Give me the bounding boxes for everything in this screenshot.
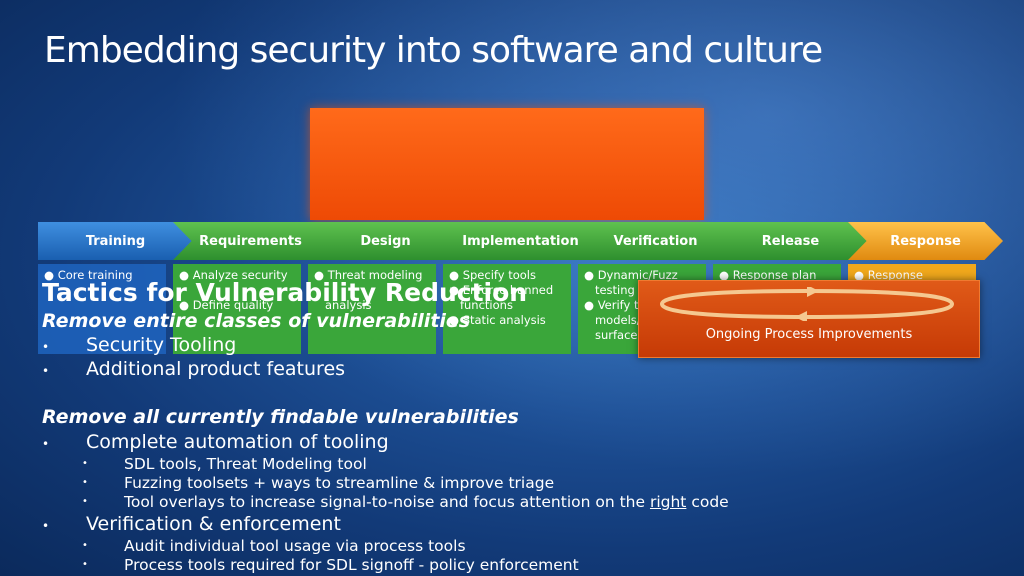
phase-bullet: ● Static analysis (449, 313, 546, 327)
bullet-marker: • (42, 519, 50, 533)
phase-column-release: ● Response plan (713, 264, 841, 284)
list-item: Additional product features (86, 358, 346, 380)
phase-column-training: ● Core training (38, 264, 166, 354)
tactics-heading: Tactics for Vulnerability Reduction (42, 278, 528, 307)
sub-list-item: Fuzzing toolsets + ways to streamline & … (124, 474, 555, 492)
list-item: Verification & enforcement (86, 513, 341, 535)
phase-implementation: Implementation (443, 222, 598, 260)
phase-column-implementation: ● Specify tools ● Enforce banned functio… (443, 264, 571, 354)
phase-bullet-cont: surface (594, 328, 638, 342)
subheading-classes: Remove entire classes of vulnerabilities (42, 310, 471, 332)
right-link: right (649, 493, 687, 511)
phase-bullet: ● Dynamic/Fuzz (584, 268, 678, 282)
phase-bullet: ● Threat modeling (314, 268, 423, 282)
bullet-marker: • (82, 477, 88, 488)
phase-requirements: Requirements (173, 222, 328, 260)
bullet-marker: • (82, 540, 88, 551)
phase-bullet-cont: functions (459, 298, 513, 312)
list-item: Complete automation of tooling (86, 431, 389, 453)
phase-label: Design (360, 233, 411, 249)
phase-training: Training (38, 222, 193, 260)
list-item: Security Tooling (86, 334, 237, 356)
phase-release: Release (713, 222, 868, 260)
ongoing-process-box: Ongoing Process Improvements (638, 280, 980, 358)
phase-label: Requirements (199, 233, 302, 249)
slide-title: Embedding security into software and cul… (44, 30, 823, 71)
phase-label: Release (761, 233, 820, 249)
phase-bullet: ● Response (854, 268, 923, 282)
bullet-marker: • (42, 437, 50, 451)
phase-column-design: ● Threat modeling analysis (308, 264, 436, 354)
phase-bullet: ● Specify tools (449, 268, 536, 282)
phase-label: Response (890, 233, 961, 249)
bullet-marker: • (82, 458, 88, 469)
bullet-marker: • (42, 340, 50, 354)
sub-list-item: Process tools required for SDL signoff -… (124, 556, 579, 574)
phase-bullet-cont: testing (594, 283, 635, 297)
bullet-marker: • (82, 496, 88, 507)
phase-bullet: ● Enforce banned (449, 283, 554, 297)
subheading-findable: Remove all currently findable vulnerabil… (42, 406, 519, 428)
phase-design: Design (308, 222, 463, 260)
bullet-marker: • (42, 364, 50, 378)
phase-bullet-cont: analysis (324, 298, 372, 312)
phase-label: Implementation (462, 233, 579, 249)
phase-column-requirements: ● Analyze security ● Define quality (173, 264, 301, 354)
phase-bullet: ● Analyze security (179, 268, 288, 282)
cycle-arrows-icon (659, 287, 955, 321)
sub-list-item: Tool overlays to increase signal-to-nois… (124, 493, 729, 511)
phase-bullet: ● Core training (44, 268, 133, 282)
bullet-marker: • (82, 559, 88, 570)
phase-label: Verification (613, 233, 698, 249)
orange-highlight-box (310, 108, 704, 220)
sub-list-item: Audit individual tool usage via process … (124, 537, 466, 555)
phase-bullet: ● Define quality (179, 298, 274, 312)
ongoing-label: Ongoing Process Improvements (705, 327, 913, 342)
phase-response: Response (848, 222, 1003, 260)
phase-label: Training (85, 233, 146, 249)
sub-list-item: SDL tools, Threat Modeling tool (124, 455, 367, 473)
phase-verification: Verification (578, 222, 733, 260)
phase-column-response: ● Response (848, 264, 976, 284)
phase-bullet: ● Response plan (719, 268, 817, 282)
